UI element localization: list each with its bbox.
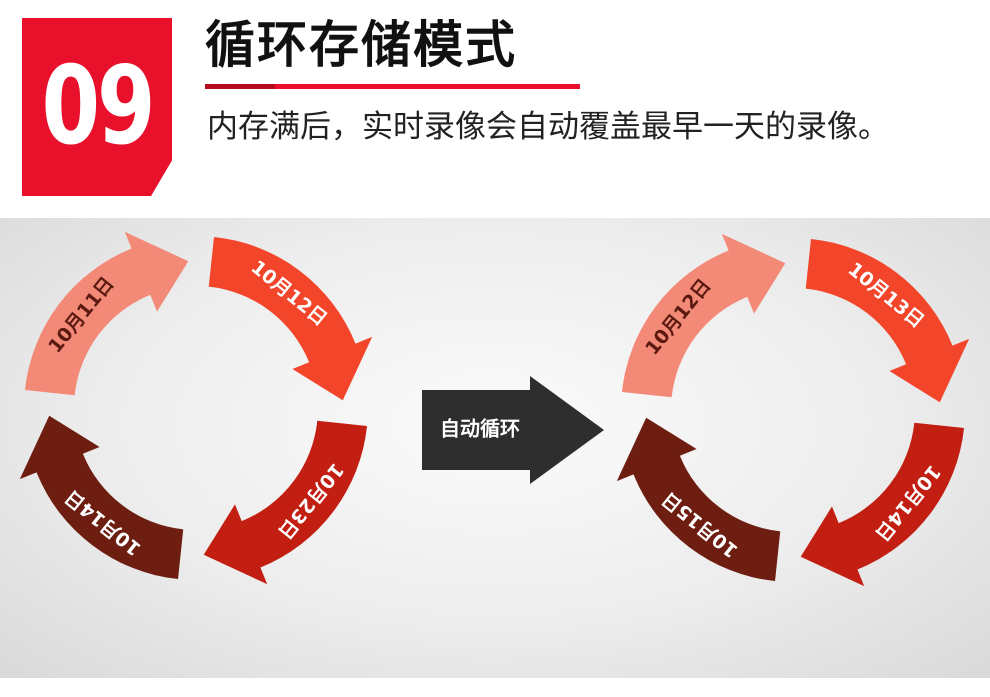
cycle-segment-arrow [19,415,184,580]
cycle-segment-arrow [621,233,786,398]
cycle-segment-arrow [208,236,373,401]
title-underline [205,84,580,89]
page-title: 循环存储模式 [205,16,517,74]
cycle-segment-arrow [800,422,965,587]
auto-cycle-arrow-shape [422,376,604,484]
cycle-segment-arrow [203,420,368,585]
title-underline-accent [205,84,275,89]
cycle-segment-arrow [24,231,189,396]
step-number: 09 [41,44,155,169]
page-subtitle: 内存满后，实时录像会自动覆盖最早一天的录像。 [207,109,889,145]
cycle-segment-arrow [616,417,781,582]
auto-cycle-label: 自动循环 [440,417,520,441]
step-badge: 09 [22,18,172,196]
cycle-segment-arrow [805,238,970,403]
auto-cycle-arrow: 自动循环 [422,376,604,484]
